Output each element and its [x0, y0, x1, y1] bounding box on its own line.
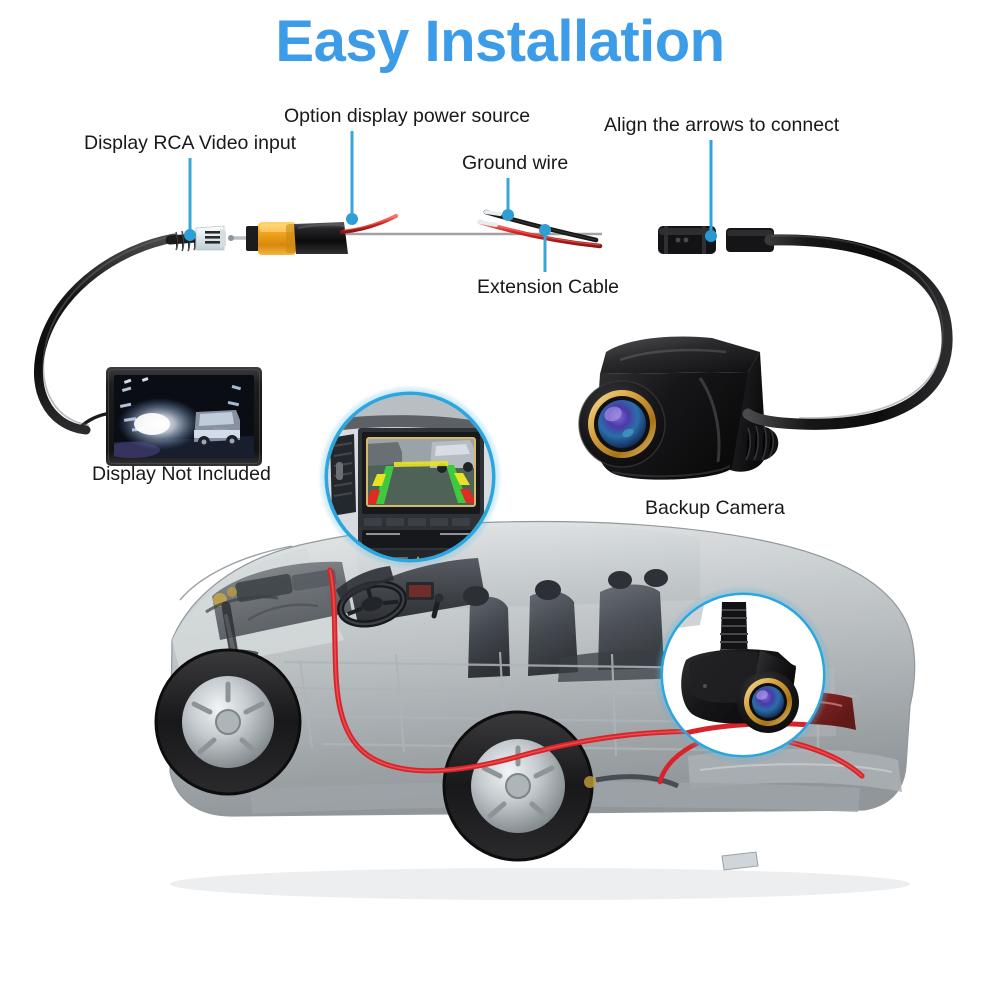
callout-label-power: Option display power source: [284, 105, 531, 127]
callout-label-ground: Ground wire: [462, 152, 569, 174]
engine-bay: [205, 561, 352, 640]
callout-label-extension: Extension Cable: [477, 276, 620, 298]
heat-shrink: [294, 222, 348, 254]
backup-camera: [578, 336, 779, 480]
dashboard-area: [336, 558, 486, 628]
cable-left-loop: [33, 233, 179, 435]
callout-label-rca: Display RCA Video input: [84, 132, 297, 154]
align-arrow-connector: [658, 226, 774, 254]
camera-mount-inset: [654, 586, 832, 764]
screen-vehicle: [194, 410, 240, 448]
monitor-screen-content: [114, 375, 254, 458]
camera-cable-gland: [742, 425, 779, 462]
rear-wheel: [442, 710, 594, 862]
rca-video-jack: [195, 225, 226, 251]
callout-label-align: Align the arrows to connect: [604, 114, 840, 136]
seats: [463, 569, 690, 682]
rca-yellow-plug: [246, 222, 296, 255]
cable-right-loop: [742, 234, 953, 430]
head-unit-inset: [318, 385, 502, 569]
front-wheel: [154, 648, 302, 796]
callout-leaders: [184, 131, 717, 272]
product-label-camera: Backup Camera: [645, 497, 785, 519]
page-title: Easy Installation: [275, 9, 725, 74]
lcd-monitor: [76, 367, 262, 466]
strain-relief: [175, 230, 197, 252]
product-label-display: Display Not Included: [92, 463, 271, 485]
cable-harness: [33, 209, 953, 435]
